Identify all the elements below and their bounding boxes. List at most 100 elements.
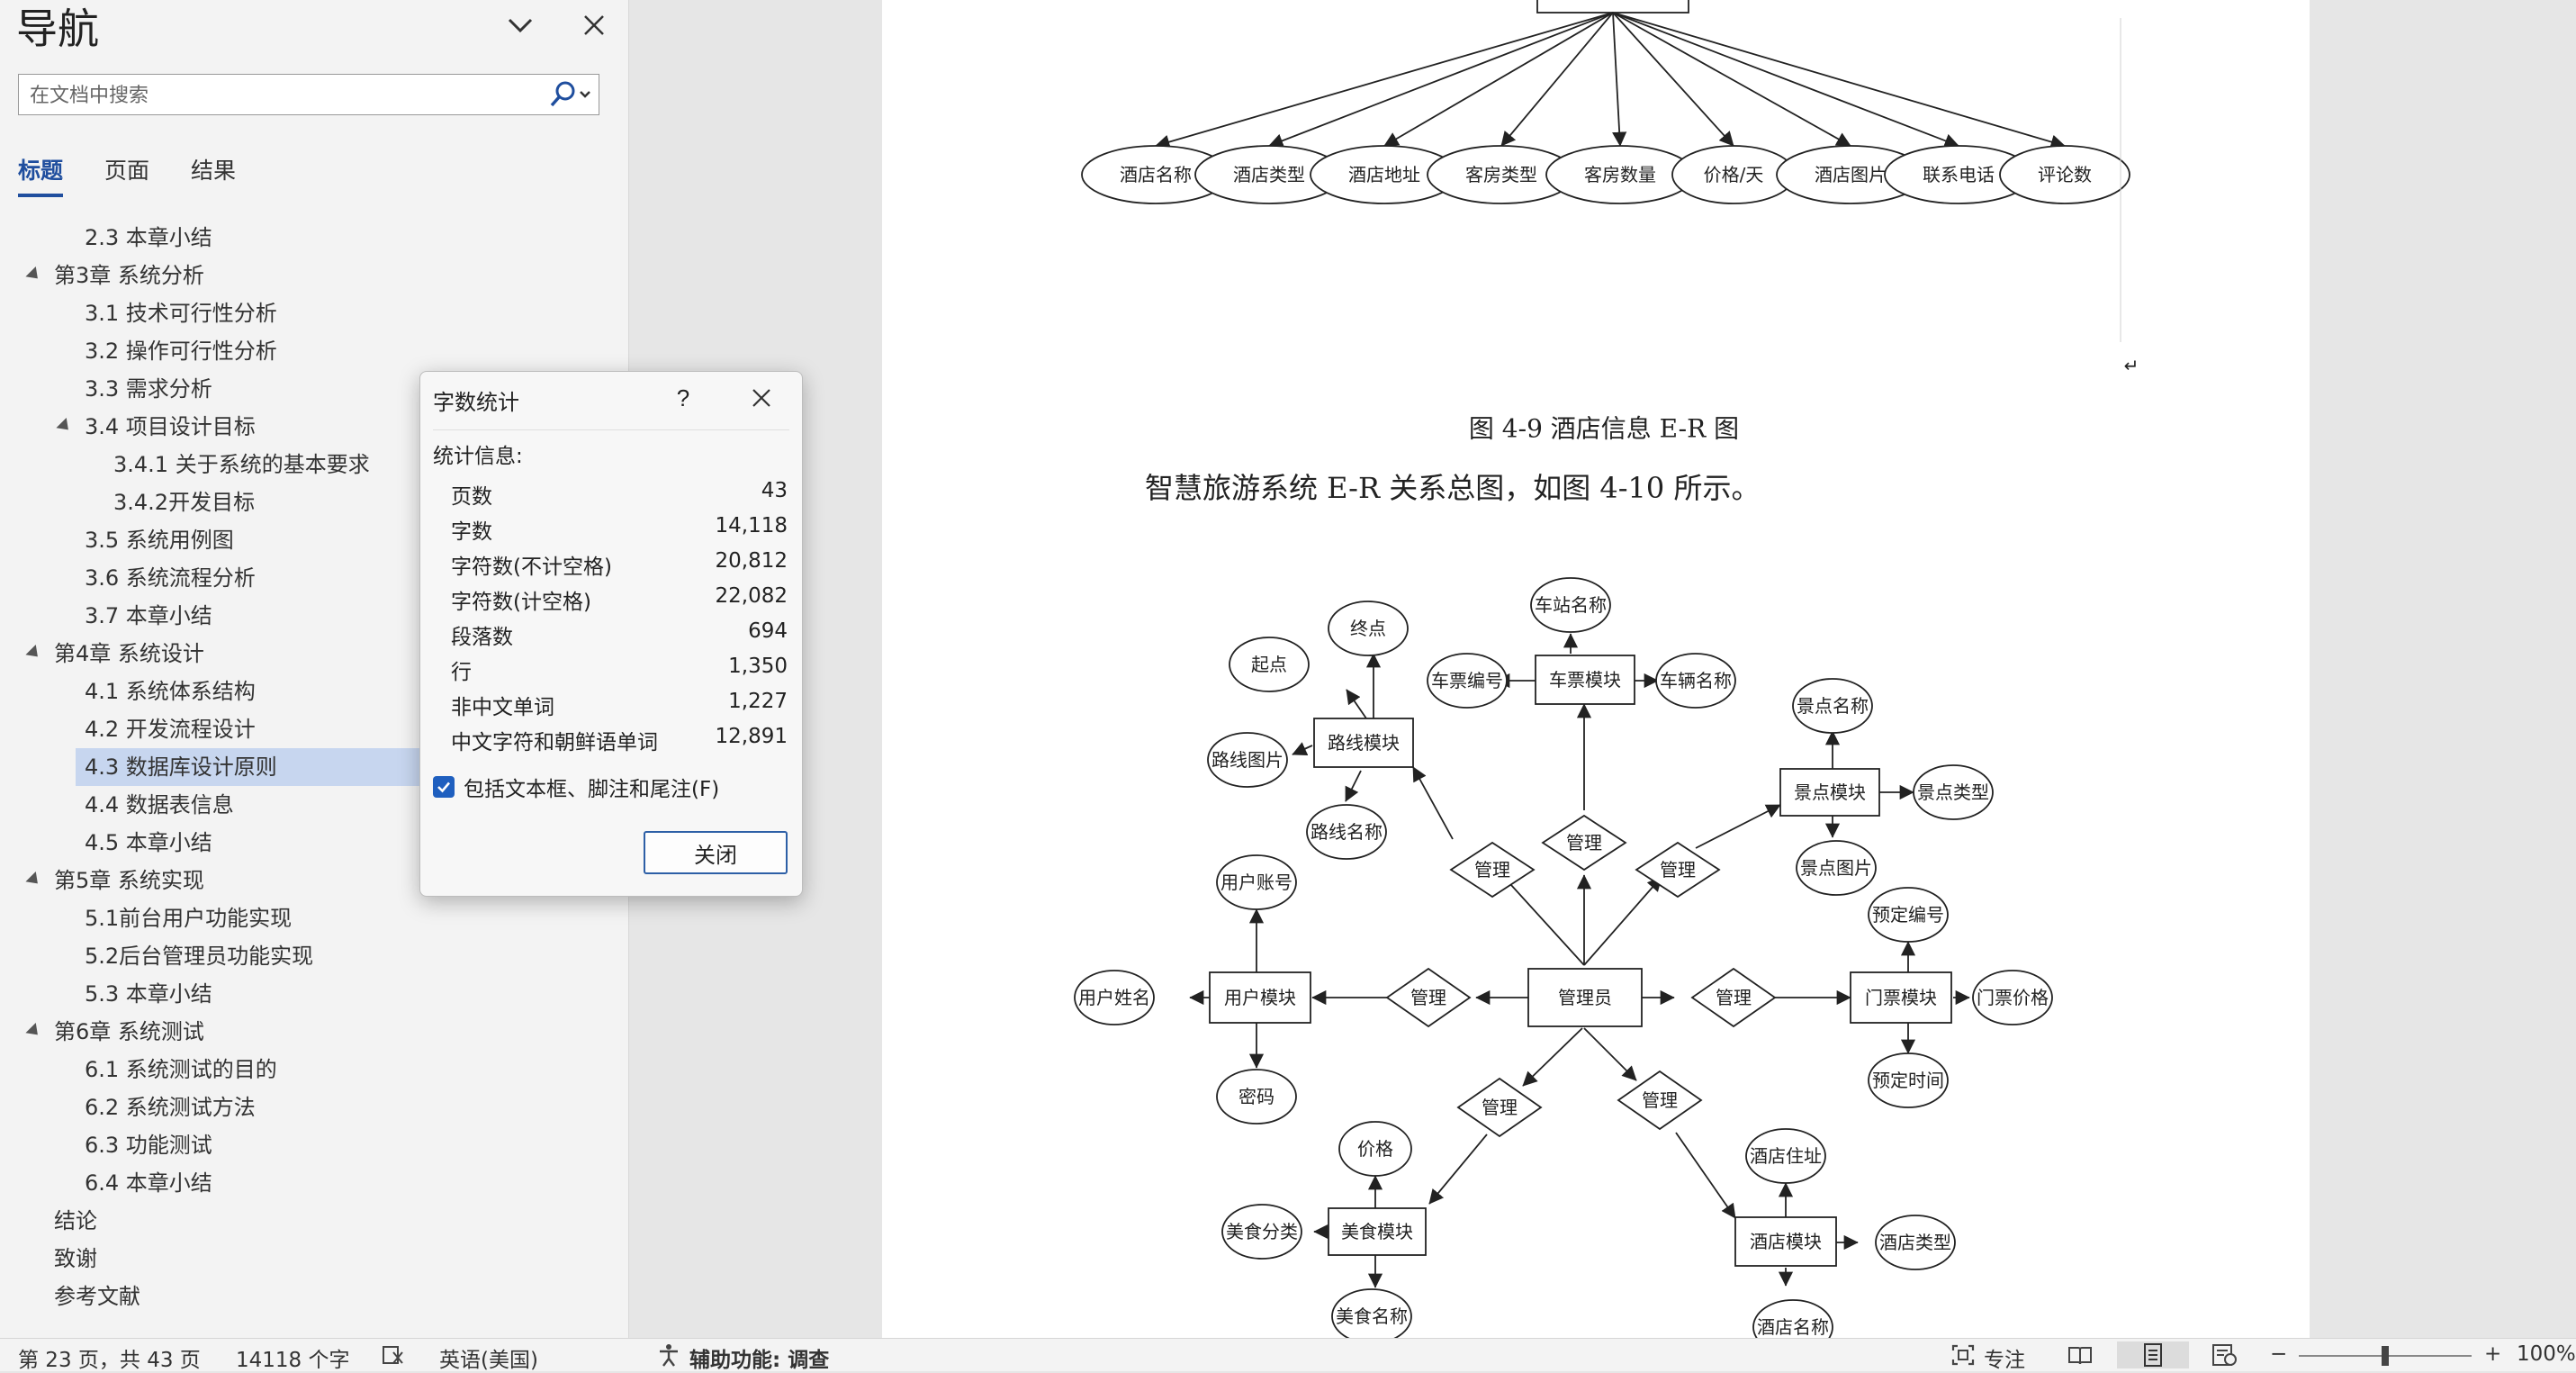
nav-heading-item[interactable]: 6.2 系统测试方法 bbox=[85, 1088, 256, 1126]
focus-label[interactable]: 专注 bbox=[1984, 1349, 2025, 1372]
nav-heading-item[interactable]: 6.1 系统测试的目的 bbox=[85, 1051, 277, 1088]
nav-heading-item[interactable]: 4.1 系统体系结构 bbox=[85, 673, 256, 710]
proofing-button[interactable] bbox=[378, 1341, 409, 1368]
language-indicator[interactable]: 英语(美国) bbox=[439, 1349, 538, 1372]
include-checkbox[interactable] bbox=[433, 776, 455, 798]
er-connector bbox=[1346, 689, 1367, 719]
nav-heading-item[interactable]: 4.5 本章小结 bbox=[85, 824, 212, 862]
nav-heading-item[interactable]: 3.5 系统用例图 bbox=[85, 521, 234, 559]
nav-heading-item[interactable]: 2.3 本章小结 bbox=[85, 219, 212, 257]
word-count[interactable]: 14118 个字 bbox=[236, 1349, 350, 1372]
collapse-caret-icon[interactable] bbox=[56, 417, 74, 436]
nav-heading-item[interactable]: 3.2 操作可行性分析 bbox=[85, 332, 277, 370]
nav-heading-item[interactable]: 5.2后台管理员功能实现 bbox=[85, 937, 313, 975]
chevron-down-icon bbox=[508, 18, 533, 33]
nav-heading-label: 4.4 数据表信息 bbox=[85, 792, 234, 817]
collapse-caret-icon[interactable] bbox=[25, 266, 43, 285]
zoom-slider[interactable] bbox=[2299, 1346, 2472, 1366]
nav-heading-item[interactable]: 3.4 项目设计目标 bbox=[85, 408, 256, 446]
er-food-entity-shape bbox=[1328, 1207, 1427, 1256]
nav-heading-item[interactable]: 第6章 系统测试 bbox=[54, 1013, 204, 1051]
include-checkbox-label[interactable]: 包括文本框、脚注和尾注(F) bbox=[464, 778, 720, 801]
nav-heading-item[interactable]: 3.4.2开发目标 bbox=[113, 483, 255, 521]
nav-heading-item[interactable]: 3.6 系统流程分析 bbox=[85, 559, 256, 597]
dialog-close-button[interactable] bbox=[739, 379, 784, 417]
web-layout-button[interactable] bbox=[2209, 1341, 2239, 1368]
nav-heading-item[interactable]: 第4章 系统设计 bbox=[54, 635, 204, 673]
zoom-slider-thumb[interactable] bbox=[2382, 1346, 2389, 1366]
nav-heading-label: 4.1 系统体系结构 bbox=[85, 679, 256, 704]
nav-heading-item[interactable]: 3.7 本章小结 bbox=[85, 597, 212, 635]
er-attribute: 门票价格 bbox=[1977, 987, 2049, 1008]
nav-heading-label: 4.5 本章小结 bbox=[85, 830, 212, 855]
nav-heading-label: 第3章 系统分析 bbox=[54, 263, 204, 288]
collapse-caret-icon[interactable] bbox=[25, 1022, 43, 1041]
stat-label: 段落数 bbox=[451, 626, 513, 649]
er-connector bbox=[1345, 770, 1362, 802]
nav-heading-item[interactable]: 6.3 功能测试 bbox=[85, 1126, 212, 1164]
nav-heading-item[interactable]: 3.4.1 关于系统的基本要求 bbox=[113, 446, 370, 483]
nav-heading-item[interactable]: 结论 bbox=[54, 1202, 97, 1240]
er-attribute: 路线图片 bbox=[1211, 749, 1283, 771]
nav-options-button[interactable] bbox=[500, 5, 540, 45]
accessibility-status[interactable]: 辅助功能: 调查 bbox=[689, 1349, 830, 1372]
zoom-level[interactable]: 100% bbox=[2517, 1342, 2576, 1366]
status-bar: 第 23 页，共 43 页 14118 个字 英语(美国) 辅助功能: 调查 专… bbox=[0, 1338, 2576, 1372]
stat-value: 694 bbox=[748, 619, 788, 643]
tab-headings[interactable]: 标题 bbox=[18, 158, 64, 184]
er-connector bbox=[1412, 766, 1454, 840]
nav-heading-item[interactable]: 5.1前台用户功能实现 bbox=[85, 899, 292, 937]
nav-heading-item[interactable]: 致谢 bbox=[54, 1240, 97, 1278]
zoom-in-button[interactable]: + bbox=[2484, 1342, 2502, 1366]
figure-4-9-caption: 图 4-9 酒店信息 E-R 图 bbox=[1469, 414, 1739, 444]
nav-heading-item[interactable]: 3.1 技术可行性分析 bbox=[85, 294, 277, 332]
nav-heading-item[interactable]: 3.3 需求分析 bbox=[85, 370, 212, 408]
statistics-heading: 统计信息: bbox=[433, 445, 523, 468]
nav-heading-item[interactable]: 4.4 数据表信息 bbox=[85, 786, 234, 824]
nav-heading-label: 5.1前台用户功能实现 bbox=[85, 906, 293, 931]
web-layout-icon bbox=[2212, 1344, 2237, 1366]
er-attribute-shape bbox=[1745, 1128, 1826, 1184]
close-button[interactable]: 关闭 bbox=[644, 831, 788, 874]
stat-value: 20,812 bbox=[715, 549, 788, 573]
er-attribute: 酒店住址 bbox=[1750, 1145, 1822, 1167]
dialog-divider bbox=[433, 429, 789, 430]
stat-label: 页数 bbox=[451, 485, 492, 509]
hotel-attribute: 酒店图片 bbox=[1815, 164, 1887, 185]
dialog-title: 字数统计 bbox=[433, 390, 519, 415]
page-count[interactable]: 第 23 页，共 43 页 bbox=[18, 1349, 201, 1372]
document-page[interactable]: 酒店名称酒店类型酒店地址客房类型客房数量价格/天酒店图片联系电话评论数↵图 4-… bbox=[882, 0, 2310, 1355]
er-relationship: 管理 bbox=[1482, 1097, 1518, 1118]
search-input[interactable] bbox=[28, 75, 554, 116]
read-mode-button[interactable] bbox=[2065, 1341, 2095, 1368]
tab-results[interactable]: 结果 bbox=[191, 158, 237, 184]
er-connector bbox=[1383, 12, 1614, 147]
stat-label: 字数 bbox=[451, 520, 492, 544]
nav-heading-item[interactable]: 5.3 本章小结 bbox=[85, 975, 212, 1013]
nav-heading-label: 结论 bbox=[54, 1208, 97, 1233]
er-attribute-shape bbox=[1792, 678, 1873, 734]
nav-heading-label: 6.4 本章小结 bbox=[85, 1170, 212, 1196]
nav-heading-item[interactable]: 参考文献 bbox=[54, 1278, 140, 1315]
stat-label: 行 bbox=[451, 661, 472, 684]
nav-close-button[interactable] bbox=[574, 5, 614, 45]
zoom-out-button[interactable]: − bbox=[2270, 1342, 2288, 1366]
er-connector bbox=[1583, 1027, 1637, 1081]
nav-heading-label: 6.2 系统测试方法 bbox=[85, 1095, 256, 1120]
nav-heading-item[interactable]: 6.4 本章小结 bbox=[85, 1164, 212, 1202]
er-relationship-shape bbox=[1635, 841, 1721, 899]
include-textboxes-option[interactable]: 包括文本框、脚注和尾注(F) bbox=[433, 772, 719, 802]
collapse-caret-icon[interactable] bbox=[25, 871, 43, 890]
accessibility-button[interactable] bbox=[653, 1341, 684, 1368]
nav-heading-item[interactable]: 第5章 系统实现 bbox=[54, 862, 204, 899]
focus-button[interactable] bbox=[1948, 1341, 1978, 1368]
nav-heading-item[interactable]: 4.2 开发流程设计 bbox=[85, 710, 256, 748]
search-button[interactable] bbox=[545, 78, 595, 111]
nav-heading-item[interactable]: 第3章 系统分析 bbox=[54, 257, 204, 294]
tab-pages[interactable]: 页面 bbox=[104, 158, 150, 184]
er-connector bbox=[1522, 1027, 1583, 1087]
collapse-caret-icon[interactable] bbox=[25, 644, 43, 663]
help-button[interactable]: ? bbox=[676, 384, 690, 411]
er-attribute-shape bbox=[1427, 653, 1508, 709]
print-layout-button[interactable] bbox=[2117, 1341, 2189, 1368]
